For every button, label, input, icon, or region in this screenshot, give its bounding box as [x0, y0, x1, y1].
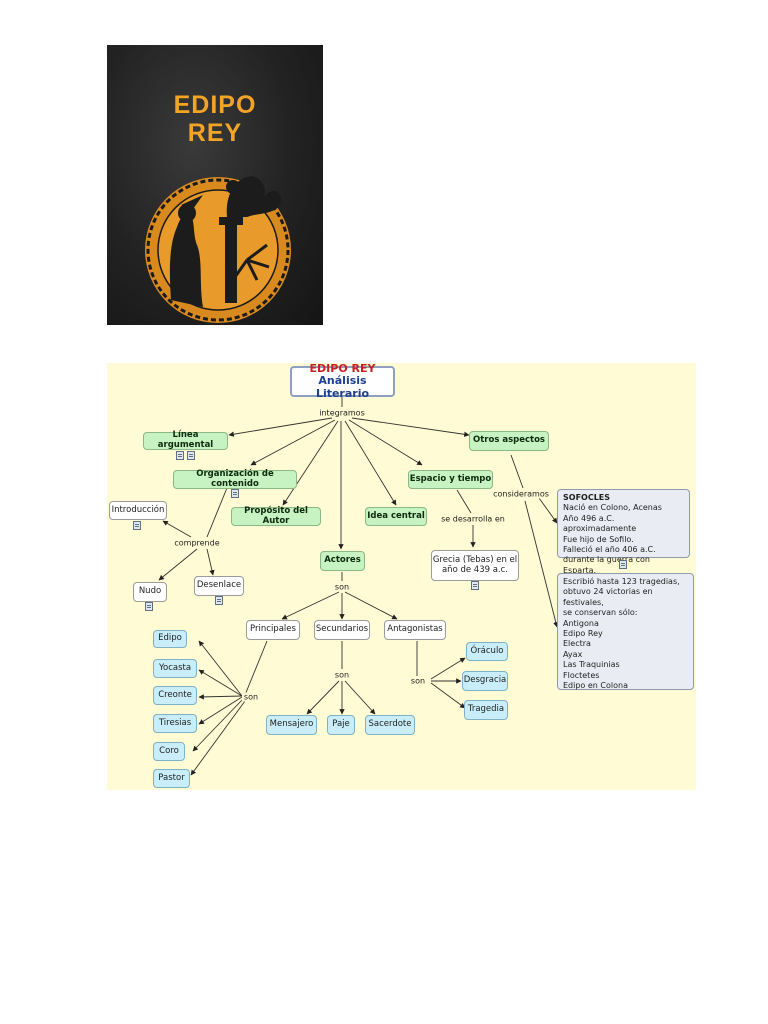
node-espacio-tiempo-label: Espacio y tiempo [409, 473, 492, 484]
concept-map: EDIPO REY Análisis Literario Línea argum… [107, 363, 696, 790]
map-title-line2: Análisis Literario [315, 374, 370, 400]
node-proposito-autor: Propósito del Autor [231, 505, 321, 526]
sofocles-heading: SOFOCLES [563, 493, 611, 502]
node-mensajero: Mensajero [266, 715, 317, 735]
sofocles-line: Nació en Colono, Acenas [563, 503, 662, 513]
concept-map-links [158, 397, 559, 776]
node-tragedia-label: Tragedia [467, 704, 505, 715]
obras-line: Edipo en Colona [563, 680, 628, 690]
sofocles-line: Año 496 a.C. aproximadamente [563, 513, 637, 534]
node-yocasta: Yocasta [153, 659, 197, 678]
attachment-icon [215, 596, 223, 605]
link-son-principales: son [241, 692, 261, 702]
node-actores: Actores [320, 551, 365, 571]
document-icon [176, 451, 184, 460]
node-paje: Paje [327, 715, 355, 735]
link-son-antagonistas: son [408, 676, 428, 686]
node-tragedia: Tragedia [464, 700, 508, 720]
node-proposito-autor-label: Propósito del Autor [244, 505, 308, 526]
node-nudo-label: Nudo [138, 586, 162, 597]
node-actores-label: Actores [324, 555, 361, 566]
node-pastor: Pastor [153, 769, 190, 788]
node-otros-aspectos-label: Otros aspectos [473, 435, 545, 446]
node-tiresias-label: Tiresias [158, 717, 192, 728]
node-nudo: Nudo [133, 582, 167, 602]
obras-line: Las Traquinias [563, 660, 620, 670]
node-pastor-label: Pastor [158, 772, 185, 783]
node-secundarios-label: Secundarios [315, 624, 369, 635]
attachment-icon [133, 521, 141, 530]
node-oraculo: Óráculo [466, 642, 508, 661]
node-desenlace: Desenlace [194, 576, 244, 596]
link-son-actores: son [332, 582, 352, 592]
sofocles-line: Fue hijo de Sofilo. [563, 534, 634, 544]
book-cover: EDIPO REY [107, 45, 323, 325]
node-sacerdote: Sacerdote [365, 715, 415, 735]
node-edipo-label: Edipo [158, 633, 182, 644]
document-icon [471, 581, 479, 590]
node-sacerdote-label: Sacerdote [368, 719, 412, 730]
node-sofocles: SOFOCLES Nació en Colono, Acenas Año 496… [557, 489, 690, 575]
attachment-icon [145, 602, 153, 611]
node-espacio-tiempo: Espacio y tiempo [408, 470, 493, 489]
node-idea-central: Idea central [365, 507, 427, 526]
node-antagonistas-label: Antagonistas [387, 624, 443, 635]
node-paje-label: Paje [332, 719, 350, 730]
node-grecia-line2: año de 439 a.c. [441, 564, 509, 575]
link-consideramos: consideramos [491, 489, 551, 499]
obras-line: obtuvo 24 victorias en festivales, [563, 587, 653, 607]
link-comprende: comprende [172, 538, 222, 548]
greek-vase-medallion [145, 176, 291, 323]
node-desgracia-label: Desgracia [463, 675, 507, 686]
obras-line: Antigona [563, 618, 599, 628]
node-antagonistas: Antagonistas [384, 620, 446, 640]
node-mensajero-label: Mensajero [269, 719, 314, 730]
node-creonte-label: Creonte [158, 689, 192, 700]
node-introduccion: Introducción [109, 501, 167, 520]
node-coro: Coro [153, 742, 185, 761]
node-edipo: Edipo [153, 630, 187, 648]
map-title-line1: EDIPO REY [309, 363, 376, 375]
attachment-icon [187, 451, 195, 460]
document-icon [231, 489, 239, 498]
node-organizacion-contenido-label: Organización de contenido [196, 468, 274, 489]
node-idea-central-label: Idea central [367, 510, 425, 521]
obras-line: Ayax [563, 649, 583, 659]
node-linea-argumental: Línea argumental [143, 430, 228, 450]
node-creonte: Creonte [153, 686, 197, 705]
node-organizacion-contenido: Organización de contenido [173, 468, 297, 489]
node-tiresias: Tiresias [153, 714, 197, 733]
node-coro-label: Coro [159, 745, 179, 756]
node-introduccion-label: Introducción [111, 504, 165, 515]
node-yocasta-label: Yocasta [158, 662, 192, 673]
image-icon [619, 560, 627, 569]
node-grecia-line1: Grecia (Tebas) en el [432, 554, 518, 565]
map-title: EDIPO REY Análisis Literario [290, 363, 395, 400]
obras-line: Escribió hasta 123 tragedias, [563, 577, 680, 586]
node-secundarios: Secundarios [314, 620, 370, 640]
obras-line: se conservan sólo: [563, 608, 638, 618]
link-integramos: integramos [317, 408, 367, 418]
node-linea-argumental-label: Línea argumental [157, 430, 214, 450]
node-grecia-tebas: Grecia (Tebas) en el año de 439 a.c. [431, 550, 519, 581]
node-otros-aspectos: Otros aspectos [469, 431, 549, 451]
sofocles-line: durante la guerra con Esparta. [563, 555, 650, 575]
node-principales-label: Principales [250, 624, 296, 635]
cover-title-line2: REY [187, 119, 243, 147]
link-se-desarrolla: se desarrolla en [439, 514, 507, 524]
cover-title-line1: EDIPO [173, 91, 257, 119]
sofocles-line: Falleció el año 406 a.C. [563, 544, 656, 554]
node-principales: Principales [246, 620, 300, 640]
node-obras: Escribió hasta 123 tragedias, obtuvo 24 … [557, 573, 694, 690]
node-desgracia: Desgracia [462, 671, 508, 691]
obras-line: Floctetes [563, 670, 600, 680]
node-oraculo-label: Óráculo [470, 645, 504, 656]
obras-line: Edipo Rey [563, 628, 603, 638]
link-son-secundarios: son [332, 670, 352, 680]
obras-line: Electra [563, 639, 591, 649]
node-desenlace-label: Desenlace [196, 580, 242, 591]
